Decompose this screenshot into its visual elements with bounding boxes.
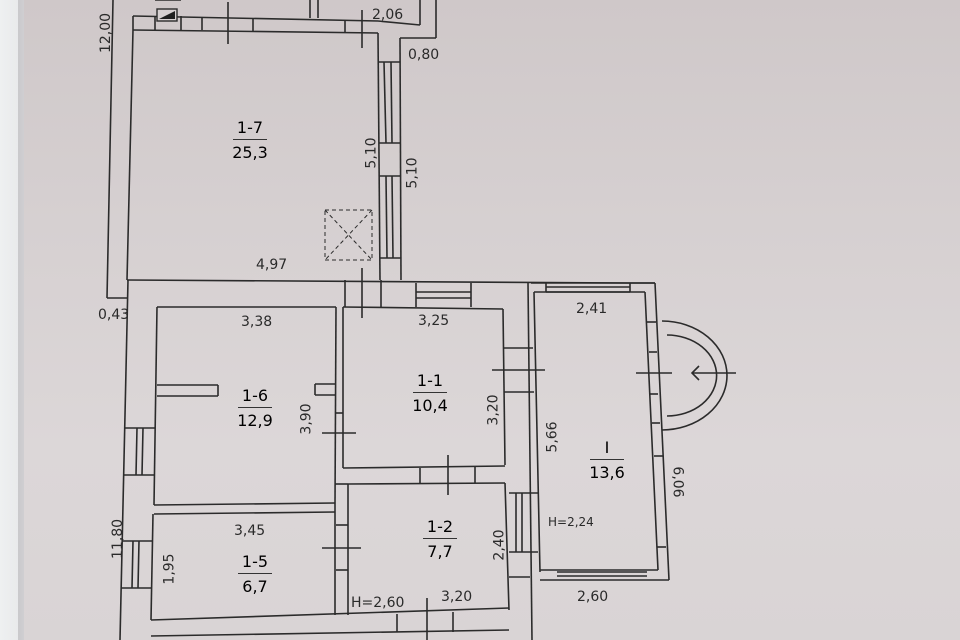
- dim-top-0-80: 0,80: [408, 47, 440, 63]
- dim-room16-width: 3,38: [241, 314, 273, 330]
- dim-room17-outer-height: 5,10: [404, 157, 421, 189]
- room-1-5-label: 1-5 6,7: [225, 552, 285, 596]
- room-1-2-label: 1-2 7,7: [410, 517, 470, 561]
- room-code: 1-5: [241, 552, 269, 571]
- room-code: 1-7: [236, 118, 264, 137]
- attic-hatch-icon: [324, 209, 373, 261]
- fraction-bar: [413, 392, 447, 393]
- room-1-1-label: 1-1 10,4: [400, 371, 460, 415]
- fraction-bar: [238, 407, 272, 408]
- dim-room11-height: 3,20: [485, 394, 502, 426]
- dim-outer-left-11-80: 11,80: [110, 518, 127, 560]
- dim-room12-width: 3,20: [441, 589, 473, 605]
- outer-dimension-line-12-00: [106, 0, 114, 299]
- room-area: 7,7: [427, 542, 453, 561]
- fraction-bar: [238, 573, 272, 574]
- dim-room15-height: 1,95: [161, 553, 178, 585]
- room-I-label: I 13,6: [577, 438, 637, 482]
- dim-room12-height: 2,40: [491, 529, 508, 561]
- main-ceiling-height: H=2,60: [351, 595, 405, 611]
- dim-room15-width: 3,45: [234, 523, 266, 539]
- roomI-ceiling-height: H=2,24: [548, 515, 594, 529]
- dim-top-2-06: 2,06: [372, 7, 404, 23]
- fraction-bar: [590, 459, 624, 460]
- dim-room17-width: 4,97: [256, 257, 288, 273]
- dim-roomI-width-top: 2,41: [576, 301, 608, 317]
- room-area: 10,4: [412, 396, 448, 415]
- room-area: 25,3: [232, 143, 268, 162]
- dim-roomI-width-bottom: 2,60: [577, 589, 609, 605]
- dim-roomI-height-right: 6,06: [669, 466, 686, 498]
- room-area: 13,6: [589, 463, 625, 482]
- dim-roomI-height-left: 5,66: [544, 421, 561, 453]
- room-1-6-label: 1-6 12,9: [225, 386, 285, 430]
- room-code: 1-1: [416, 371, 444, 390]
- room-code: 1-6: [241, 386, 269, 405]
- room-area: 6,7: [242, 577, 268, 596]
- room-area: 12,9: [237, 411, 273, 430]
- room-code: I: [604, 438, 610, 457]
- paper-sheet: [24, 0, 960, 640]
- entrance-arrow-icon: [690, 365, 700, 381]
- fraction-bar: [423, 538, 457, 539]
- dim-room16-height: 3,90: [298, 403, 315, 435]
- dim-outer-left-12-00: 12,00: [98, 12, 115, 54]
- dim-room11-width: 3,25: [418, 313, 450, 329]
- fraction-bar: [233, 139, 267, 140]
- dim-room17-inner-height: 5,10: [363, 137, 380, 169]
- room-code: 1-2: [426, 517, 454, 536]
- room-1-7-label: 1-7 25,3: [220, 118, 280, 162]
- dim-offset-0-43: 0,43: [98, 307, 130, 323]
